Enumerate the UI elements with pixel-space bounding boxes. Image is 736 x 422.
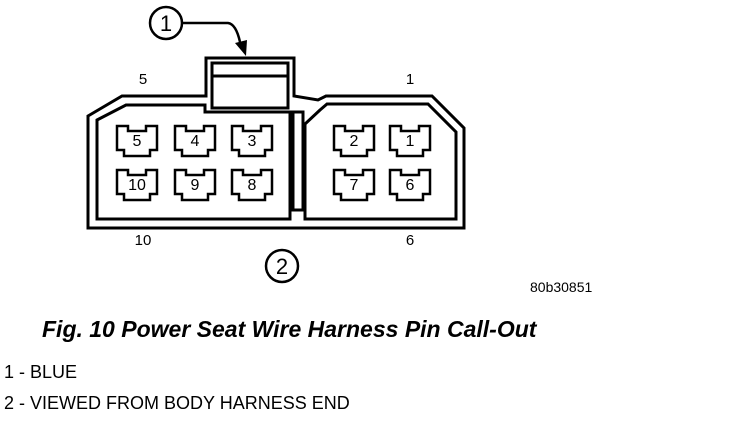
- divider-key: [291, 110, 305, 212]
- connector-body: [86, 56, 466, 230]
- pin-row-left-bottom: 10 9 8: [115, 168, 274, 202]
- pin-cavity: 3: [230, 124, 274, 158]
- part-number: 80b30851: [530, 279, 593, 295]
- pin-number: 4: [191, 133, 200, 150]
- corner-label-top-right: 1: [406, 71, 414, 88]
- legend-item-2: 2 - VIEWED FROM BODY HARNESS END: [4, 393, 350, 413]
- legend-item-1: 1 - BLUE: [4, 362, 78, 382]
- pin-number: 1: [406, 133, 415, 150]
- pin-number: 3: [248, 133, 257, 150]
- pin-row-left-top: 5 4 3: [115, 124, 274, 158]
- callout-1: 1: [148, 5, 184, 41]
- corner-label-bottom-right: 6: [406, 232, 414, 249]
- svg-text:2: 2: [276, 254, 288, 279]
- pin-cavity: 5: [115, 124, 159, 158]
- pin-cavity: 10: [115, 168, 159, 202]
- figure-caption: Fig. 10 Power Seat Wire Harness Pin Call…: [42, 316, 537, 342]
- pin-number: 8: [248, 177, 257, 194]
- pin-cavity: 1: [388, 124, 432, 158]
- right-cavity: [303, 102, 458, 221]
- pin-cavity: 6: [388, 168, 432, 202]
- left-cavity: [95, 103, 292, 221]
- pin-cavity: 2: [332, 124, 376, 158]
- pin-number: 5: [133, 133, 142, 150]
- pin-number: 9: [191, 177, 200, 194]
- pin-cavity: 8: [230, 168, 274, 202]
- pin-cavity: 4: [173, 124, 217, 158]
- pin-cavity: 9: [173, 168, 217, 202]
- pin-number: 10: [128, 177, 146, 194]
- pin-number: 7: [350, 177, 359, 194]
- svg-text:1: 1: [160, 11, 172, 36]
- corner-label-bottom-left: 10: [135, 232, 152, 249]
- corner-label-top-left: 5: [139, 71, 147, 88]
- callout-2: 2: [264, 248, 300, 284]
- leader-arrow: [183, 21, 247, 56]
- pin-number: 6: [406, 177, 415, 194]
- pin-cavity: 7: [332, 168, 376, 202]
- latch: [210, 61, 290, 110]
- pin-number: 2: [350, 133, 359, 150]
